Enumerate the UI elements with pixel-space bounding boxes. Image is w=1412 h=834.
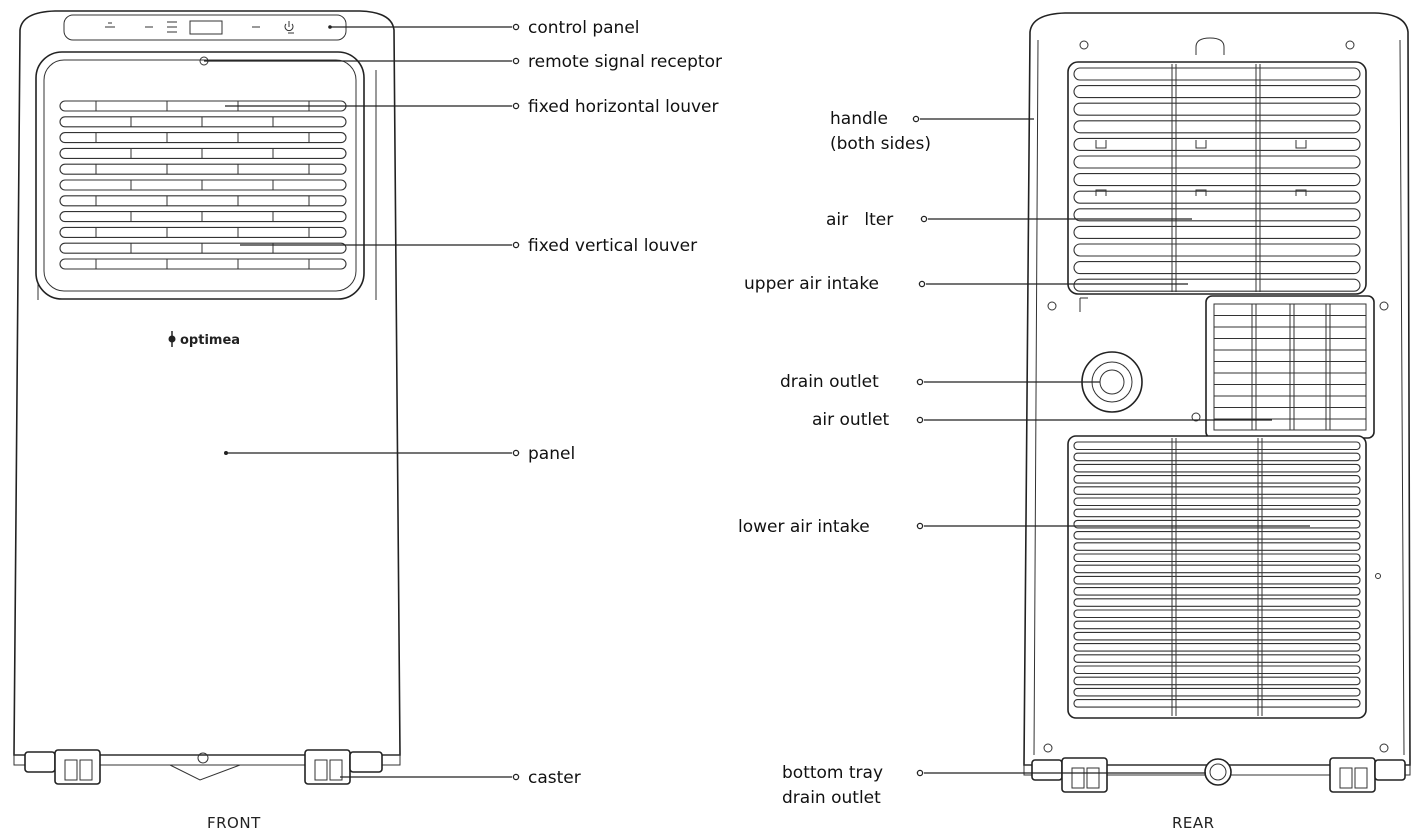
- label-air-outlet: air outlet: [812, 410, 890, 430]
- front-louver-slat: [59, 132, 347, 144]
- lower-intake-slat: [1073, 631, 1361, 641]
- upper-intake-slat: [1073, 102, 1361, 116]
- lower-intake-slat: [1073, 441, 1361, 451]
- upper-intake-slat: [1073, 208, 1361, 222]
- label-air-filter: air lter: [826, 210, 893, 230]
- rear-unit: [1023, 12, 1411, 793]
- lower-intake-slat: [1073, 508, 1361, 518]
- upper-intake-slat: [1073, 278, 1361, 292]
- lower-intake-slat: [1073, 575, 1361, 585]
- lower-intake-slat: [1073, 564, 1361, 574]
- lower-air-intake: [1067, 435, 1367, 719]
- front-callouts: control panel remote signal receptor fix…: [204, 18, 722, 832]
- label-remote-signal-receptor: remote signal receptor: [528, 52, 722, 72]
- front-louver-slat: [59, 211, 347, 223]
- upper-air-intake: [1067, 61, 1367, 295]
- upper-intake-slat: [1073, 67, 1361, 81]
- upper-intake-slat: [1073, 190, 1361, 204]
- lower-intake-slat: [1073, 609, 1361, 619]
- lower-intake-slat: [1073, 654, 1361, 663]
- upper-intake-slat: [1073, 225, 1361, 239]
- front-grille: [35, 51, 365, 300]
- lower-intake-slat: [1073, 542, 1361, 551]
- air-outlet-vent: [1205, 295, 1375, 439]
- front-louver-slat: [59, 179, 347, 191]
- lower-intake-slat: [1073, 643, 1361, 652]
- lower-intake-slat: [1073, 531, 1361, 540]
- lower-intake-slat: [1073, 687, 1361, 697]
- label-control-panel: control panel: [528, 18, 640, 38]
- upper-intake-slat: [1073, 85, 1361, 99]
- front-louver-slat: [59, 147, 347, 159]
- label-caster: caster: [528, 768, 581, 788]
- brand-name: optimea: [180, 333, 240, 348]
- lower-intake-slat: [1073, 676, 1361, 686]
- upper-intake-slat: [1073, 261, 1361, 275]
- label-handle-note: (both sides): [830, 134, 931, 154]
- label-fixed-horizontal-louver: fixed horizontal louver: [528, 97, 719, 117]
- lower-intake-slat: [1073, 587, 1361, 596]
- lower-intake-slat: [1073, 519, 1361, 529]
- lower-intake-slat: [1073, 699, 1361, 708]
- lower-intake-slat: [1073, 553, 1361, 563]
- front-louver-slat: [59, 163, 347, 175]
- front-louver-slat: [59, 116, 347, 128]
- label-fixed-vertical-louver: fixed vertical louver: [528, 236, 697, 256]
- lower-intake-slat: [1073, 497, 1361, 507]
- label-drain-outlet: drain outlet: [780, 372, 879, 392]
- drain-outlet-port: [1081, 351, 1143, 413]
- lower-intake-slat: [1073, 486, 1361, 495]
- lower-intake-slat: [1073, 463, 1361, 473]
- front-louver-slat: [59, 258, 347, 270]
- brand-logo: optimea: [168, 331, 240, 348]
- lower-intake-slat: [1073, 598, 1361, 607]
- lower-intake-slat: [1073, 620, 1361, 630]
- label-upper-air-intake: upper air intake: [744, 274, 879, 294]
- front-louver-slat: [59, 195, 347, 207]
- upper-intake-slat: [1073, 243, 1361, 257]
- caption-front: FRONT: [207, 814, 261, 832]
- upper-intake-slat: [1073, 137, 1361, 151]
- label-lower-air-intake: lower air intake: [738, 517, 870, 537]
- upper-intake-slat: [1073, 155, 1361, 169]
- label-bottom-tray-drain: drain outlet: [782, 788, 881, 808]
- lower-intake-slat: [1073, 665, 1361, 675]
- upper-intake-slat: [1073, 120, 1361, 134]
- label-handle: handle: [830, 109, 888, 129]
- lower-intake-slat: [1073, 452, 1361, 462]
- rear-base: [1023, 757, 1411, 793]
- lower-intake-slat: [1073, 475, 1361, 484]
- label-panel: panel: [528, 444, 575, 464]
- upper-intake-slat: [1073, 173, 1361, 187]
- caption-rear: REAR: [1172, 814, 1215, 832]
- front-unit: optimea: [13, 10, 401, 785]
- label-bottom-tray: bottom tray: [782, 763, 883, 783]
- front-base: [13, 749, 401, 785]
- rear-callouts: handle (both sides) air lter upper air i…: [738, 109, 1310, 832]
- front-louver-slat: [59, 226, 347, 238]
